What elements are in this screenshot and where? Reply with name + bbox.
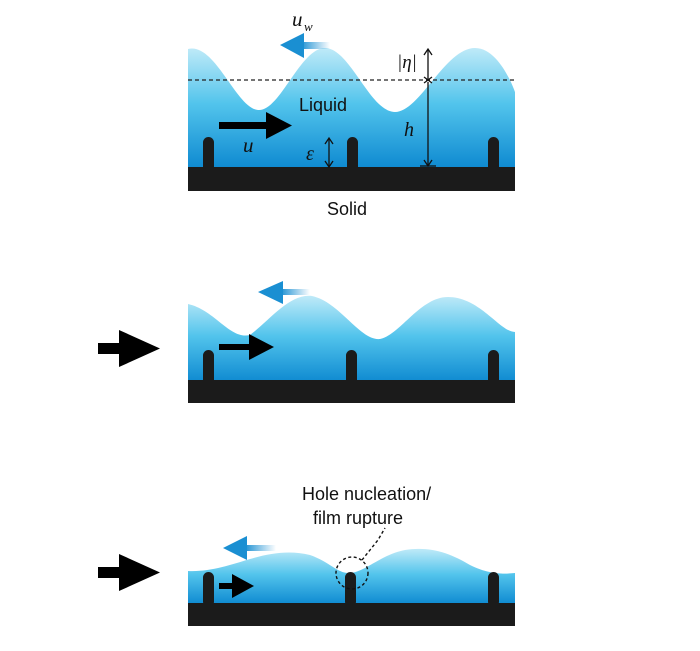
panel-2 [98,281,515,403]
right-arrow-icon [219,334,274,360]
thickness-label: h [404,119,414,141]
roughness-label: ε [306,143,314,165]
wave-velocity-label: u [292,7,303,31]
amplitude-label: |η| [397,52,417,73]
thickness-marker [420,82,436,168]
liquid-label: Liquid [299,95,347,115]
panel-1: u w |η| h Liquid u ε S [188,7,515,219]
left-arrow-icon [223,536,276,560]
liquid-film [188,295,515,385]
solid-substrate [188,603,515,626]
roughness-pillars [203,572,499,607]
annotation-line-2: film rupture [313,508,403,528]
right-arrow-icon [219,574,254,598]
annotation-line-1: Hole nucleation/ [302,484,431,504]
left-arrow-icon [258,281,310,304]
wave-velocity-subscript: w [304,19,313,34]
rupture-site-marker [335,527,386,590]
roughness-pillars [203,350,499,386]
liquid-film [188,48,515,172]
roughness-marker [324,136,334,169]
solid-substrate [188,380,515,403]
panel-3: Hole nucleation/ film rupture [98,484,515,626]
flow-velocity-label: u [243,133,254,157]
right-arrow-icon [219,112,292,139]
solid-label: Solid [327,199,367,219]
incoming-flow-arrow-icon [98,554,160,591]
incoming-flow-arrow-icon [98,330,160,367]
left-arrow-icon [280,33,330,58]
roughness-pillars [203,137,499,173]
solid-substrate [188,167,515,191]
amplitude-marker [423,47,433,84]
